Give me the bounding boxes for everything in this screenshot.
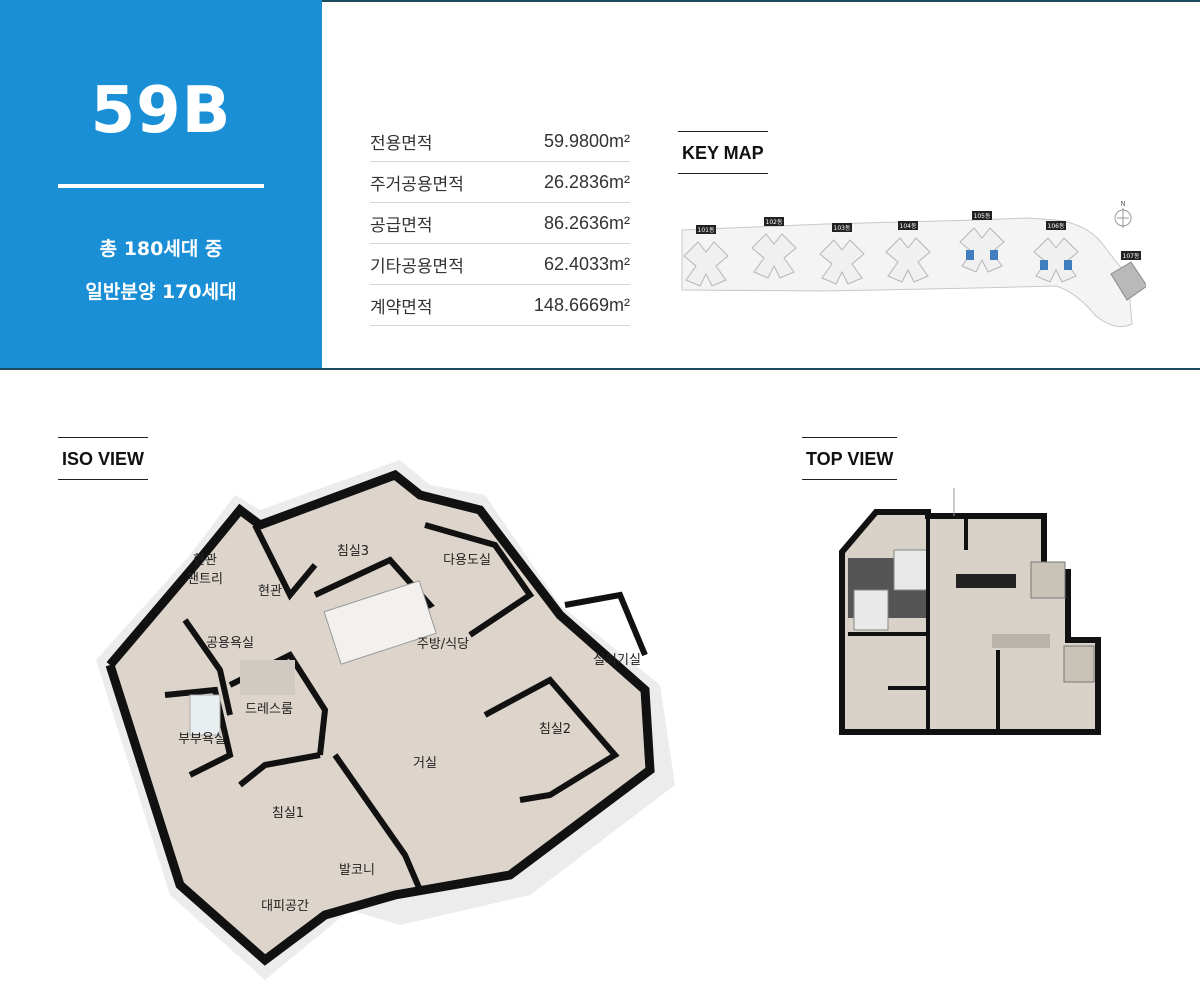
building-glyph: [683, 241, 729, 287]
top-island: [992, 634, 1050, 648]
building-glyph: [751, 233, 797, 279]
room-label-common-bath: 공용욕실: [206, 636, 254, 651]
area-row: 계약면적 148.6669m²: [370, 285, 630, 326]
area-value: 86.2636m²: [543, 212, 630, 233]
room-label-dressroom: 드레스룸: [245, 702, 293, 717]
building-label: 104동: [900, 223, 917, 230]
compass-north-label: N: [1120, 200, 1125, 208]
highlighted-unit: [1040, 260, 1048, 270]
building-glyph: [959, 227, 1005, 273]
room-label-entrance: 현관: [258, 584, 282, 599]
floor-area: [110, 475, 650, 960]
building-label: 106동: [1048, 223, 1065, 230]
top-bath-1: [893, 549, 929, 591]
building-badge: [1046, 221, 1066, 230]
top-bath-2: [853, 589, 889, 631]
room-label-bedroom3: 침실3: [337, 544, 369, 559]
iso-view-title: ISO VIEW: [58, 437, 149, 480]
top-outdoor-unit: [1063, 645, 1095, 683]
room-label-pantry-2: 팬트리: [187, 572, 223, 587]
room-label-kitchen: 주방/식당: [417, 637, 469, 652]
exterior-wall: [105, 469, 655, 966]
iso-view-floorplan: 침실3 다용도실 현관 팬트리 현관 공용욕실 주방/식당 실외기실 드레스룸 …: [96, 460, 675, 980]
area-value: 26.2836m²: [543, 171, 630, 192]
key-map-building: 103동: [819, 223, 865, 285]
room-label-bedroom2: 침실2: [539, 722, 571, 737]
key-map-building: 106동: [1033, 221, 1079, 283]
top-view-title: TOP VIEW: [802, 437, 898, 480]
key-map-building: 104동: [885, 221, 931, 283]
unit-type-title: 59B: [90, 74, 232, 148]
shower-booth: [189, 694, 221, 736]
compass: N: [1114, 200, 1132, 228]
building-glyph: [1110, 261, 1146, 301]
area-row: 공급면적 86.2636m²: [370, 203, 630, 244]
highlighted-unit: [1064, 260, 1072, 270]
area-label: 기타공용면적: [370, 256, 464, 277]
room-label-living: 거실: [413, 756, 437, 771]
building-glyph: [819, 239, 865, 285]
area-row: 기타공용면적 62.4033m²: [370, 244, 630, 285]
kitchen-island: [323, 580, 437, 665]
building-label: 103동: [834, 225, 851, 232]
building-badge: [832, 223, 852, 232]
area-label: 전용면적: [370, 133, 433, 154]
building-label: 105동: [974, 213, 991, 220]
top-interior-walls: [848, 516, 1000, 732]
room-label-balcony: 발코니: [339, 863, 375, 878]
room-label-utility: 다용도실: [443, 553, 491, 568]
room-label-pantry-1: 현관: [193, 553, 217, 568]
area-row: 전용면적 59.9800m²: [370, 121, 630, 162]
area-row: 주거공용면적 26.2836m²: [370, 162, 630, 203]
key-map-building: 102동: [751, 217, 797, 279]
top-border-line: [0, 0, 1200, 2]
dressroom-closet: [240, 660, 295, 695]
room-label-bedroom1: 침실1: [272, 806, 304, 821]
title-divider: [58, 184, 264, 188]
key-map-diagram: N 101동 102동 103동 104동 105동 106동 107동: [681, 200, 1146, 328]
key-map-title: KEY MAP: [678, 131, 768, 174]
total-households: 총 180세대 중: [99, 238, 223, 260]
area-value: 62.4033m²: [543, 253, 630, 274]
building-glyph: [885, 237, 931, 283]
room-label-master-bath: 부부욕실: [178, 732, 226, 747]
building-label: 102동: [766, 219, 783, 226]
top-kitchen-counter: [956, 574, 1016, 588]
building-badge: [764, 217, 784, 226]
area-label: 계약면적: [370, 297, 433, 318]
section-divider-line: [0, 368, 1200, 370]
highlighted-unit: [966, 250, 974, 260]
highlighted-unit: [990, 250, 998, 260]
area-table: 전용면적 59.9800m² 주거공용면적 26.2836m² 공급면적 86.…: [370, 121, 630, 326]
key-map-building: 105동: [959, 211, 1005, 273]
top-utility: [1030, 561, 1066, 599]
building-badge: [1121, 251, 1141, 260]
building-badge: [972, 211, 992, 220]
key-map-buildings: 101동 102동 103동 104동 105동 106동 107동: [683, 211, 1146, 301]
building-label: 101동: [698, 227, 715, 234]
unit-type-panel: 59B 총 180세대 중 일반분양 170세대: [0, 0, 322, 369]
building-badge: [696, 225, 716, 234]
key-map-building: 101동: [683, 225, 729, 287]
key-map-building: 107동: [1110, 251, 1146, 301]
general-sale-households: 일반분양 170세대: [85, 281, 237, 303]
top-view-floorplan: [839, 488, 1101, 735]
building-badge: [898, 221, 918, 230]
room-label-evacuation: 대피공간: [261, 899, 309, 914]
room-label-outdoor-unit: 실외기실: [593, 653, 641, 668]
building-glyph: [1033, 237, 1079, 283]
area-value: 59.9800m²: [543, 130, 630, 151]
area-label: 주거공용면적: [370, 174, 464, 195]
area-label: 공급면적: [370, 215, 433, 236]
area-value: 148.6669m²: [533, 294, 630, 315]
building-label: 107동: [1123, 253, 1140, 260]
